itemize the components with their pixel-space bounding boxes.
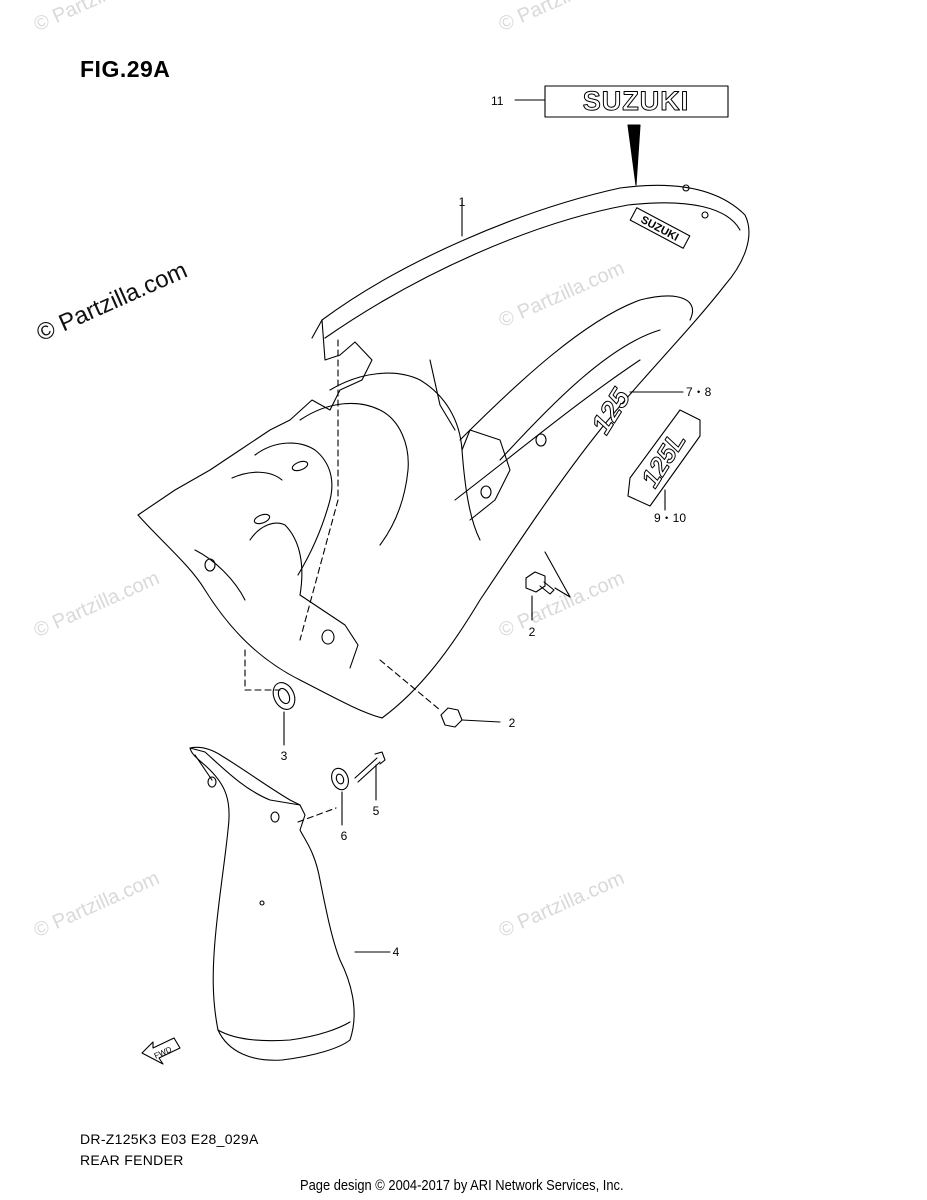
suzuki-decal-part: SUZUKI <box>514 85 729 186</box>
forward-arrow-icon: FWD <box>141 1037 181 1065</box>
callout-9-10: 9・10 <box>654 511 686 525</box>
fender-decals: SUZUKI 125 <box>585 207 691 440</box>
number-decal-part: 125L <box>627 409 701 507</box>
section-name: REAR FENDER <box>80 1152 184 1168</box>
callout-1: 1 <box>459 195 466 209</box>
callout-11: 11 <box>491 94 504 108</box>
callout-2-upper: 2 <box>529 625 536 639</box>
callout-2-lower: 2 <box>509 716 516 730</box>
suzuki-decal-text: SUZUKI <box>583 86 690 116</box>
callout-5: 5 <box>373 804 380 818</box>
bolt-lower-part <box>440 707 501 728</box>
callout-7-8: 7・8 <box>686 385 712 399</box>
figure-title: FIG.29A <box>80 56 171 82</box>
callout-4: 4 <box>393 945 400 959</box>
footer-copyright: Page design © 2004-2017 by ARI Network S… <box>300 1177 624 1194</box>
fender-number-decal: 125 <box>585 383 636 439</box>
callout-3: 3 <box>281 749 288 763</box>
mud-flap-part <box>189 746 391 1061</box>
model-code: DR-Z125K3 E03 E28_029A <box>80 1131 259 1147</box>
bolt-upper-part <box>525 551 571 621</box>
grommet-part <box>272 682 296 746</box>
callout-6: 6 <box>341 829 348 843</box>
screw-part <box>354 751 386 801</box>
washer-part <box>331 767 349 826</box>
rear-fender-body <box>137 184 750 823</box>
fender-brand-decal: SUZUKI <box>639 214 681 244</box>
